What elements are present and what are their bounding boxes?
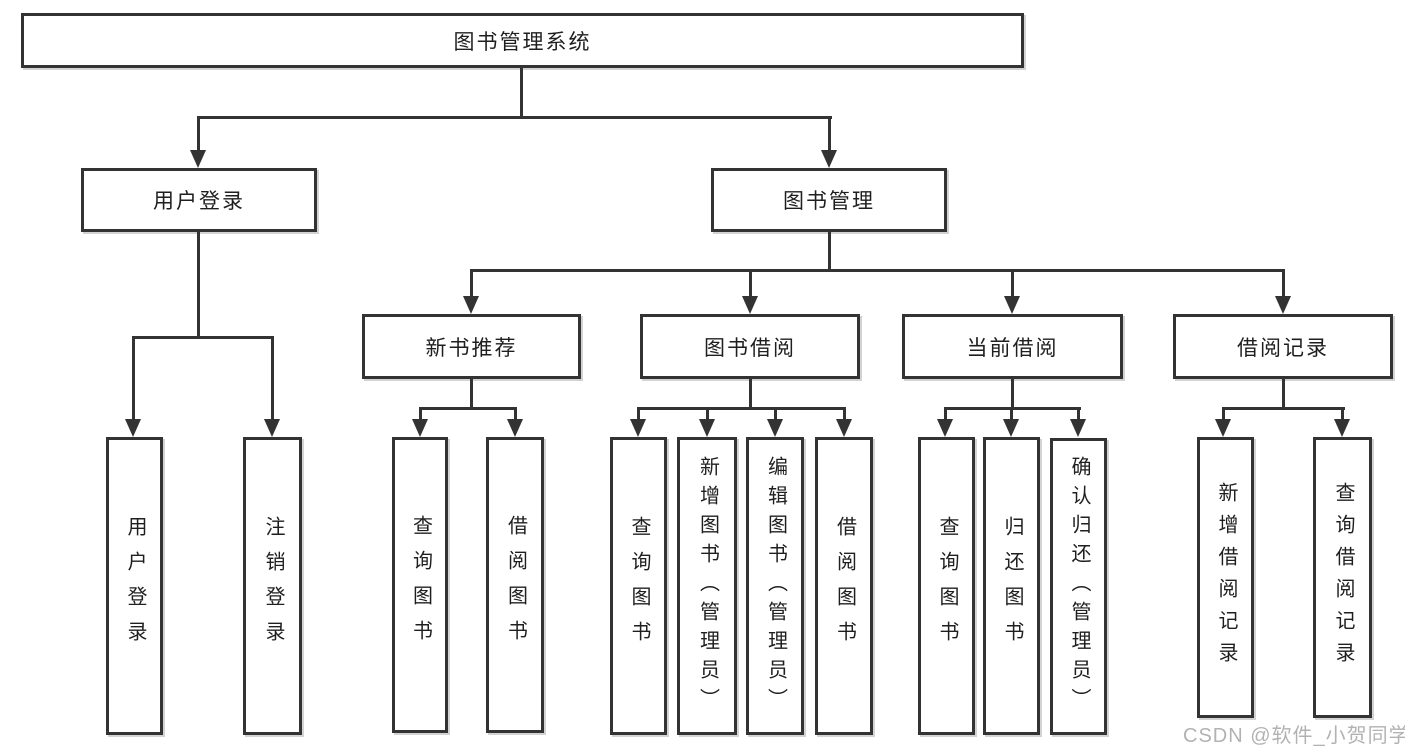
leaf-edit-book-admin-label: 编辑图书（管理员）	[764, 455, 787, 717]
leaf-query-borrow-record-label: 查询借阅记录	[1332, 481, 1354, 674]
connector-line	[828, 116, 831, 153]
connector-line	[828, 232, 831, 272]
node-borrow-record: 借阅记录	[1173, 314, 1393, 379]
connector-line	[1011, 379, 1014, 410]
connector-line	[749, 269, 752, 298]
leaf-borrow-borrow-book: 借阅图书	[815, 437, 873, 735]
arrow-down-icon	[767, 419, 783, 437]
leaf-recommend-borrow-book: 借阅图书	[486, 437, 544, 733]
connector-line	[132, 336, 274, 339]
leaf-user-login: 用户登录	[106, 437, 163, 735]
node-borrow-record-label: 借阅记录	[1237, 336, 1329, 360]
connector-line	[197, 116, 832, 119]
leaf-current-query-book-label: 查询图书	[936, 516, 958, 656]
arrow-down-icon	[742, 296, 758, 314]
connector-line	[774, 407, 777, 422]
arrow-down-icon	[836, 419, 852, 437]
connector-line	[470, 269, 1285, 272]
connector-line	[706, 407, 709, 422]
connector-line	[1222, 407, 1225, 422]
connector-line	[470, 269, 473, 298]
connector-line	[749, 379, 752, 410]
arrow-down-icon	[1004, 296, 1020, 314]
node-user-login: 用户登录	[81, 168, 317, 232]
connector-line	[1011, 269, 1014, 298]
leaf-add-book-admin: 新增图书（管理员）	[677, 437, 737, 735]
connector-line	[514, 407, 517, 422]
connector-line	[1010, 407, 1013, 422]
connector-line	[132, 336, 135, 422]
connector-line	[944, 407, 947, 422]
connector-line	[1282, 269, 1285, 298]
arrow-down-icon	[937, 419, 953, 437]
connector-line	[1222, 407, 1345, 410]
csdn-watermark: CSDN @软件_小贺同学	[1183, 725, 1405, 747]
connector-line	[197, 116, 200, 153]
node-new-book-recommend: 新书推荐	[362, 314, 581, 379]
arrow-down-icon	[125, 419, 141, 437]
leaf-query-borrow-record: 查询借阅记录	[1313, 437, 1372, 718]
node-new-book-recommend-label: 新书推荐	[425, 336, 518, 360]
connector-line	[197, 232, 200, 339]
node-user-login-label: 用户登录	[153, 190, 245, 213]
leaf-recommend-borrow-book-label: 借阅图书	[504, 515, 527, 655]
arrow-down-icon	[1334, 419, 1350, 437]
leaf-recommend-query-book: 查询图书	[392, 437, 448, 733]
arrow-down-icon	[264, 419, 280, 437]
node-book-borrow-label: 图书借阅	[704, 336, 796, 360]
leaf-add-book-admin-label: 新增图书（管理员）	[696, 455, 719, 717]
connector-line	[1282, 379, 1285, 410]
arrow-down-icon	[1003, 419, 1019, 437]
connector-line	[1077, 407, 1080, 422]
connector-line	[419, 407, 517, 410]
leaf-confirm-return-admin-label: 确认归还（管理员）	[1068, 456, 1090, 717]
node-root: 图书管理系统	[21, 13, 1024, 68]
connector-line	[470, 379, 473, 410]
leaf-current-query-book: 查询图书	[918, 437, 975, 735]
arrow-down-icon	[630, 419, 646, 437]
arrow-down-icon	[507, 419, 523, 437]
connector-line	[637, 407, 640, 422]
node-book-borrow: 图书借阅	[640, 314, 860, 379]
connector-line	[843, 407, 846, 422]
connector-line	[419, 407, 422, 422]
leaf-recommend-query-book-label: 查询图书	[409, 515, 432, 655]
arrow-down-icon	[1070, 419, 1086, 437]
leaf-add-borrow-record-label: 新增借阅记录	[1215, 481, 1237, 674]
arrow-down-icon	[1275, 296, 1291, 314]
leaf-return-book: 归还图书	[983, 437, 1040, 735]
leaf-logout-label: 注销登录	[262, 516, 284, 656]
connector-line	[520, 68, 523, 119]
leaf-return-book-label: 归还图书	[1001, 516, 1023, 656]
leaf-edit-book-admin: 编辑图书（管理员）	[746, 437, 804, 735]
node-root-label: 图书管理系统	[453, 30, 592, 54]
arrow-down-icon	[463, 296, 479, 314]
arrow-down-icon	[1215, 419, 1231, 437]
leaf-borrow-query-book-label: 查询图书	[628, 516, 650, 656]
connector-line	[1341, 407, 1344, 422]
leaf-borrow-query-book: 查询图书	[610, 437, 667, 735]
leaf-confirm-return-admin: 确认归还（管理员）	[1050, 438, 1107, 735]
arrow-down-icon	[190, 150, 206, 168]
leaf-logout: 注销登录	[243, 437, 302, 735]
node-current-borrow-label: 当前借阅	[966, 336, 1059, 360]
connector-line	[637, 407, 846, 410]
node-book-management: 图书管理	[711, 168, 947, 232]
arrow-down-icon	[412, 419, 428, 437]
leaf-borrow-borrow-book-label: 借阅图书	[833, 516, 856, 656]
connector-line	[271, 336, 274, 422]
node-book-management-label: 图书管理	[783, 190, 875, 213]
arrow-down-icon	[699, 419, 715, 437]
arrow-down-icon	[821, 150, 837, 168]
node-current-borrow: 当前借阅	[902, 314, 1123, 379]
leaf-user-login-label: 用户登录	[124, 516, 146, 656]
leaf-add-borrow-record: 新增借阅记录	[1197, 437, 1254, 718]
